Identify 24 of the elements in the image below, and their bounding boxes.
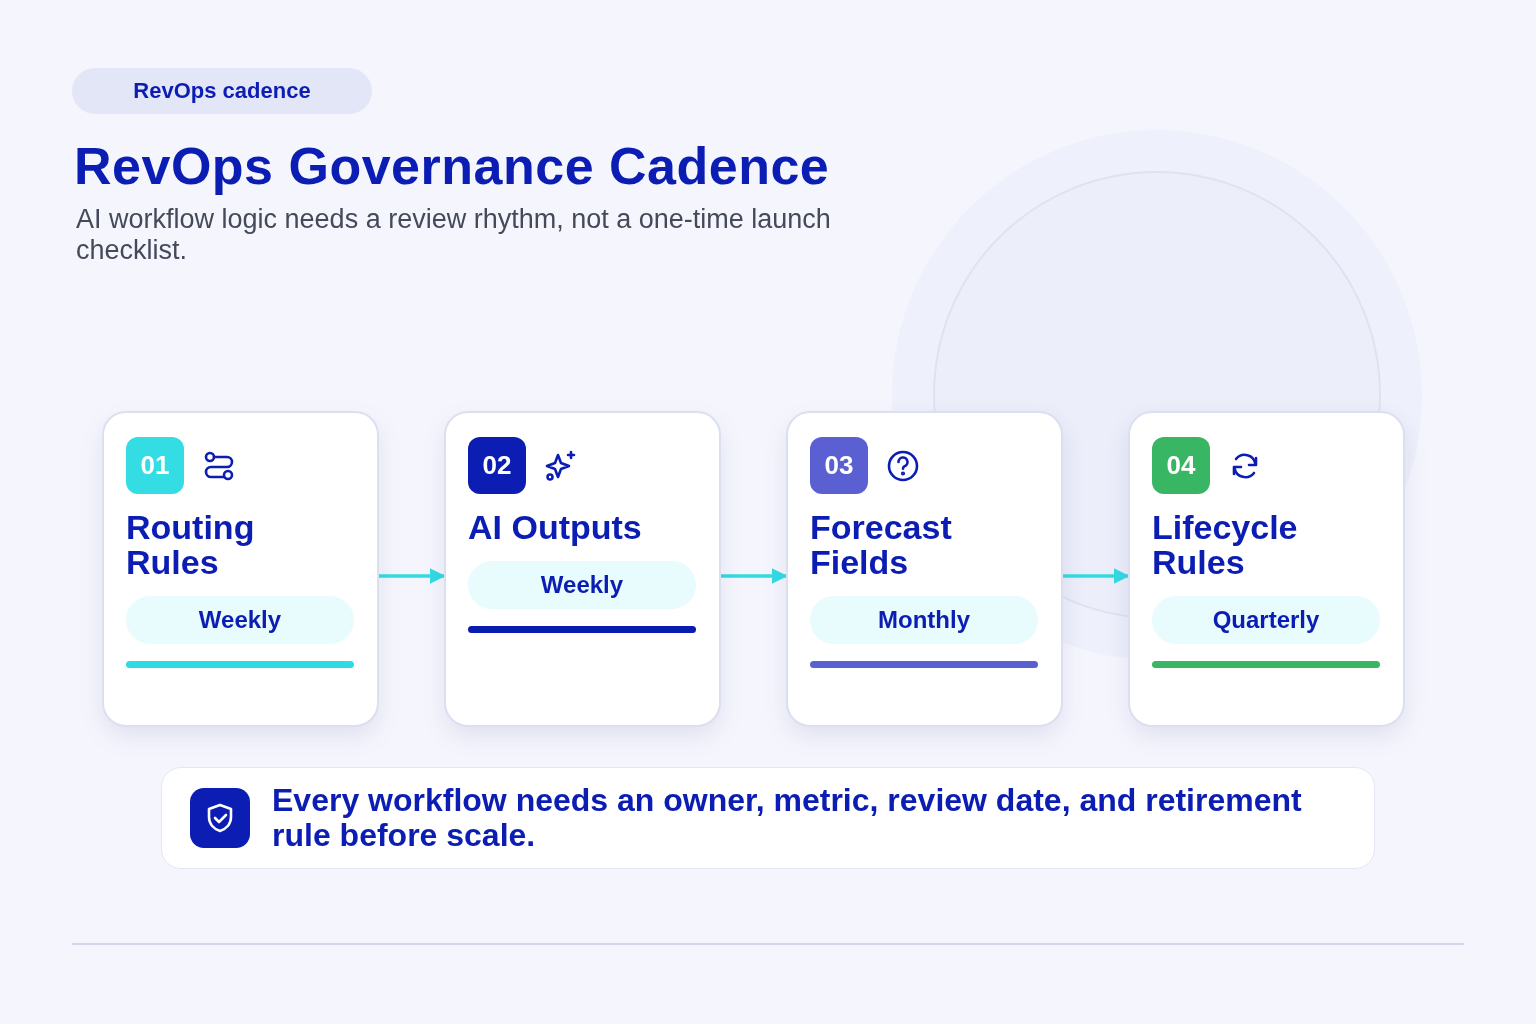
frequency-pill: Weekly xyxy=(468,561,696,609)
step-title: Forecast Fields xyxy=(810,510,953,580)
frequency-pill: Weekly xyxy=(126,596,354,644)
step-number-badge: 02 xyxy=(468,437,526,494)
arrow xyxy=(721,568,788,584)
step-number-badge: 03 xyxy=(810,437,868,494)
note-text: Every workflow needs an owner, metric, review date, and retirement rule before scale. xyxy=(272,783,1303,853)
step-card xyxy=(444,411,721,727)
frequency-pill: Quarterly xyxy=(1152,596,1380,644)
step-card xyxy=(102,411,379,727)
category-tag: RevOps cadence xyxy=(72,68,372,114)
arrow xyxy=(1063,568,1130,584)
step-title: AI Outputs xyxy=(468,510,642,545)
step-title: Routing Rules xyxy=(126,510,256,580)
step-number-badge: 04 xyxy=(1152,437,1210,494)
step-number-badge: 01 xyxy=(126,437,184,494)
subtitle: AI workflow logic needs a review rhythm, not a one-time launch checklist. xyxy=(76,204,832,266)
frequency-pill: Monthly xyxy=(810,596,1038,644)
note-card xyxy=(161,767,1375,869)
step-card xyxy=(786,411,1063,727)
title: RevOps Governance Cadence xyxy=(74,136,830,196)
arrow xyxy=(379,568,446,584)
step-title: Lifecycle Rules xyxy=(1152,510,1299,580)
step-card xyxy=(1128,411,1405,727)
